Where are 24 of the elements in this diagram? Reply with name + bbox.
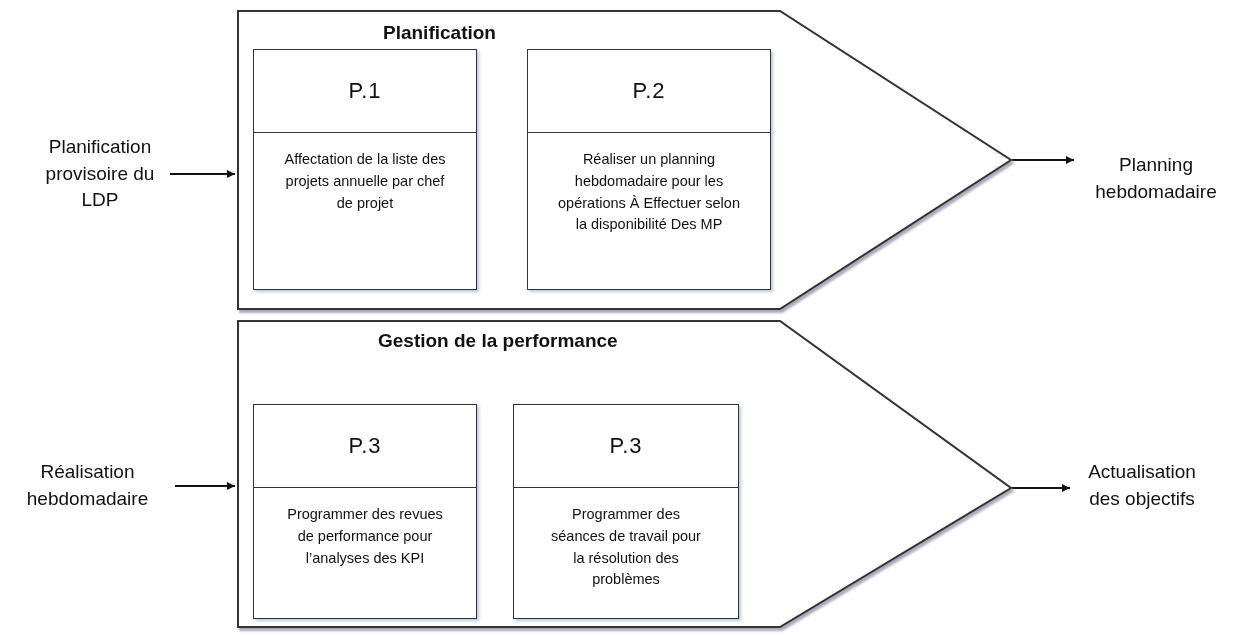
arrow	[1011, 484, 1071, 492]
arrow	[1011, 156, 1075, 164]
process-code: P.1	[348, 78, 382, 104]
process-description: Programmer des séances de travail pour la résolution des problèmes	[550, 505, 702, 590]
flow-label: Réalisation hebdomadaire	[25, 460, 150, 511]
process-pentagon	[237, 10, 1012, 310]
process-description: Réaliser un planning hebdomadaire pour les opérations À Effectuer selon la disponibilité Des MP	[558, 150, 740, 235]
flow-label: Actualisation des objectifs	[1087, 460, 1197, 511]
arrow	[169, 170, 236, 178]
group-title: Gestion de la performance	[378, 330, 618, 352]
process-card	[253, 49, 477, 290]
process-code: P.3	[348, 433, 382, 459]
group-title: Planification	[383, 22, 496, 44]
arrow	[174, 482, 236, 490]
process-card	[513, 404, 739, 619]
process-description: Programmer des revues de performance pour l’analyses des KPI	[286, 505, 444, 568]
process-pentagon	[237, 320, 1012, 628]
process-card	[253, 404, 477, 619]
flow-label: Planification provisoire du LDP	[44, 135, 156, 213]
process-code: P.3	[609, 433, 643, 459]
process-card	[527, 49, 771, 290]
process-description: Affectation de la liste des projets annuelle par chef de projet	[284, 150, 446, 213]
flow-label: Planning hebdomadaire	[1094, 153, 1218, 204]
process-code: P.2	[632, 78, 666, 104]
